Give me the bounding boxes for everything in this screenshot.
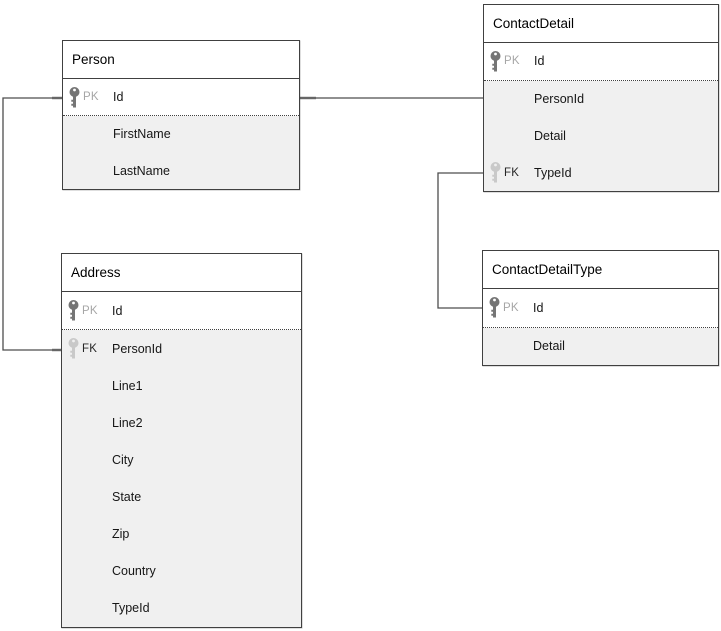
column-row-id[interactable]: PK Id	[62, 292, 301, 329]
column-name: Id	[533, 300, 544, 315]
primary-key-section: PK Id	[63, 79, 299, 117]
column-row-lastname[interactable]: LastName	[63, 153, 299, 189]
foreign-key-icon	[490, 162, 501, 183]
table-header-contactdetailtype[interactable]: ContactDetailType	[483, 251, 718, 289]
column-row-id[interactable]: PK Id	[484, 43, 718, 80]
column-row-id[interactable]: PK Id	[483, 289, 718, 327]
column-row-detail[interactable]: Detail	[484, 118, 718, 155]
column-row-personid[interactable]: PersonId	[484, 81, 718, 118]
column-name: Zip	[112, 527, 130, 542]
column-name: Id	[112, 303, 123, 318]
column-name: Line2	[112, 415, 143, 430]
column-row-country[interactable]: Country	[62, 553, 301, 590]
primary-key-section: PK Id	[484, 43, 718, 81]
key-type-label: FK	[504, 166, 520, 179]
column-row-line1[interactable]: Line1	[62, 367, 301, 404]
key-icon-cell	[69, 86, 83, 108]
columns-section: Detail	[483, 327, 718, 366]
column-row-state[interactable]: State	[62, 479, 301, 516]
primary-key-icon	[69, 86, 80, 108]
table-header-contactdetail[interactable]: ContactDetail	[484, 5, 718, 43]
column-row-typeid[interactable]: TypeId	[62, 590, 301, 627]
column-name: City	[112, 452, 134, 467]
column-name: LastName	[113, 163, 170, 178]
column-row-typeid[interactable]: FK TypeId	[484, 154, 718, 191]
column-row-id[interactable]: PK Id	[63, 79, 299, 115]
column-name: PersonId	[112, 341, 163, 356]
key-icon-cell	[68, 300, 82, 321]
table-header-person[interactable]: Person	[63, 41, 299, 79]
primary-key-section: PK Id	[483, 289, 718, 328]
key-icon-cell	[490, 162, 504, 183]
column-name: Line1	[112, 378, 143, 393]
column-name: Id	[113, 90, 124, 105]
column-name: FirstName	[113, 127, 171, 142]
column-name: Id	[534, 54, 545, 69]
key-icon-cell	[68, 338, 82, 359]
key-icon-cell	[489, 297, 503, 318]
primary-key-icon	[68, 300, 79, 321]
table-header-address[interactable]: Address	[62, 254, 301, 292]
key-type-label: FK	[82, 342, 98, 355]
column-row-city[interactable]: City	[62, 441, 301, 478]
key-icon-cell	[490, 50, 504, 72]
column-row-detail[interactable]: Detail	[483, 328, 718, 366]
column-name: Detail	[534, 128, 566, 143]
primary-key-icon	[490, 50, 501, 72]
primary-key-icon	[489, 297, 500, 318]
key-type-label: PK	[503, 301, 519, 314]
column-row-firstname[interactable]: FirstName	[63, 116, 299, 152]
primary-key-section: PK Id	[62, 292, 301, 331]
column-name: Country	[112, 564, 156, 579]
foreign-key-icon	[68, 338, 79, 359]
key-type-label: PK	[82, 304, 98, 317]
column-name: TypeId	[112, 601, 150, 616]
column-name: Detail	[533, 339, 565, 354]
key-type-label: PK	[504, 55, 520, 68]
column-row-personid[interactable]: FK PersonId	[62, 330, 301, 367]
column-name: PersonId	[534, 92, 585, 107]
column-row-line2[interactable]: Line2	[62, 404, 301, 441]
relationship-connector[interactable]	[437, 172, 483, 309]
column-name: TypeId	[534, 165, 572, 180]
key-type-label: PK	[83, 91, 99, 104]
column-row-zip[interactable]: Zip	[62, 516, 301, 553]
column-name: State	[112, 490, 142, 505]
relationship-connector[interactable]	[2, 97, 62, 351]
